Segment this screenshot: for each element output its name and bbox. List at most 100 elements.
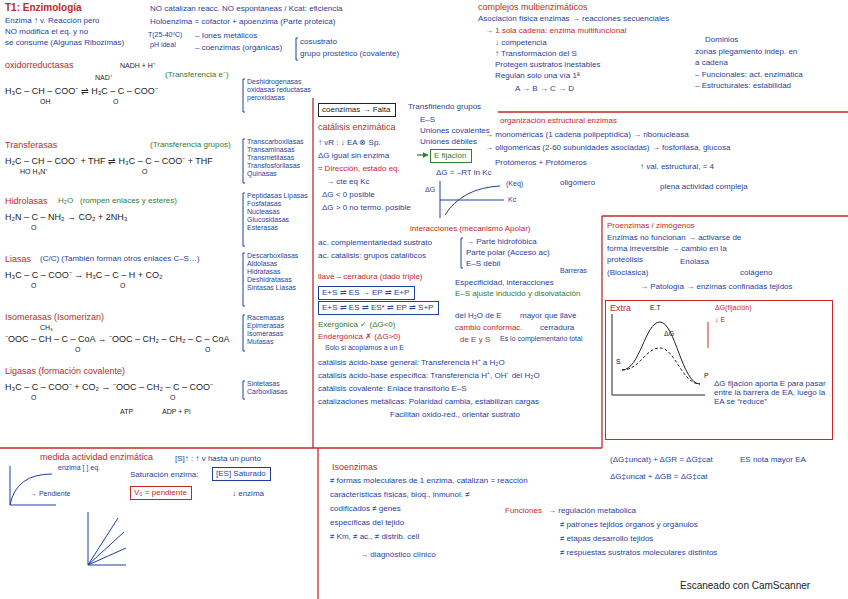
- note-text: ΔG(fijación): [715, 304, 752, 312]
- note-text: Barreras: [560, 267, 587, 275]
- note-text: forma irreversible → cambio en la: [607, 244, 727, 253]
- note-text: Transferasas: [5, 140, 57, 150]
- note-text: ADP + Pi: [162, 408, 190, 416]
- note-text: – Iones metálicos: [195, 31, 257, 40]
- note-text: Enolasa: [680, 257, 709, 266]
- note-text: Saturación enzima:: [130, 470, 198, 479]
- boxed-note: ExtraΔG fijación aporta E para pasar ent…: [605, 300, 833, 440]
- list-bracket: [243, 315, 245, 351]
- note-text: ↓ competencia: [495, 38, 547, 47]
- note-text: (C/C) (También forman otros enlaces C–S……: [40, 254, 200, 263]
- note-text: plena actividad compleja: [660, 182, 748, 191]
- node-text: [ES] Saturado: [216, 469, 267, 478]
- note-text: Transfiriendo grupos: [408, 102, 481, 111]
- note-text: NO modifica el eq. y no: [5, 27, 88, 36]
- section-divider: [601, 216, 602, 448]
- note-text: Protómeros + Protómeros: [495, 158, 587, 167]
- note-text: colágeno: [740, 268, 772, 277]
- graph-axes: [10, 466, 56, 505]
- node-text: Extra: [610, 303, 631, 313]
- note-text: Sintetasas Carboxilasas: [247, 380, 311, 396]
- note-text: NADH + H⁺: [120, 62, 155, 70]
- note-text: O: [31, 394, 36, 402]
- note-text: ↑ vR : ↓ EA ⊗ Sp.: [318, 138, 381, 147]
- note-text: O: [31, 224, 36, 232]
- note-text: H₂N – C – NH₂ → CO₂ + 2NH₃: [5, 212, 127, 222]
- note-text: cambio conformac.: [455, 323, 523, 332]
- note-text: NO catalizan reacc. NO espontáneas / Kca…: [150, 4, 343, 13]
- note-text: T(25-40ºC): [148, 31, 182, 39]
- graph-rays: [88, 518, 126, 565]
- note-text: Enzimas no funcionan → activarse de: [607, 233, 741, 242]
- energy-axes: [612, 314, 705, 395]
- note-text: ≈ Dirección, estado eq.: [318, 164, 400, 173]
- note-text: pH ideal: [150, 41, 176, 49]
- note-text: codificados ≠ genes: [330, 504, 401, 513]
- note-text: Peptidasas Lipasas Fosfatasas Nucleasas …: [247, 192, 311, 232]
- note-text: grupo prostético (covalente): [300, 49, 399, 58]
- list-bracket: [243, 381, 245, 399]
- note-text: complejos multienzimáticos: [478, 2, 588, 12]
- note-text: catalizaciones metálicas: Polaridad camb…: [318, 397, 539, 406]
- list-bracket: [243, 79, 245, 112]
- section-divider: [498, 111, 848, 112]
- note-text: ↓ E: [715, 316, 725, 324]
- note-text: O: [120, 282, 125, 290]
- energy-curve: [622, 322, 700, 384]
- note-text: Liasas: [5, 254, 31, 264]
- note-text: Exergónica ✓ (ΔG<0): [318, 320, 395, 329]
- note-text: (Transferencia grupos): [150, 140, 231, 149]
- note-text: → 1 sola cadena: enzima multifuncional: [485, 26, 626, 35]
- note-text: proteólisis: [607, 255, 643, 264]
- note-text: Proenzimas / zimógenos: [607, 221, 695, 230]
- note-text: Uniones covalentes: [420, 126, 490, 135]
- boxed-note: [ES] Saturado: [212, 467, 271, 481]
- note-text: Protegen sustratos inestables: [495, 60, 600, 69]
- energy-curve-catalyzed: [622, 348, 700, 384]
- note-text: → Pendiente: [30, 490, 70, 498]
- note-text: medida actividad enzimática: [40, 452, 153, 462]
- note-text: ΔG: [425, 186, 435, 194]
- note-text: (rompen enlaces y esteres): [80, 196, 177, 205]
- note-text: Regulan solo una vía 1ª: [495, 71, 580, 80]
- note-text: – Funcionales: act. enzimática: [695, 70, 803, 79]
- note-text: (Bioclásica): [607, 268, 648, 277]
- note-text: O: [113, 98, 118, 106]
- note-text: HO H₃N⁺: [20, 168, 47, 176]
- note-text: ΔG < 0 posible: [322, 190, 375, 199]
- list-bracket: [296, 38, 298, 60]
- note-text: → Patología → enzimas confinadas tejidos: [640, 282, 793, 291]
- note-text: organización estructural enzimas: [500, 116, 617, 125]
- note-text: ATP: [120, 408, 133, 416]
- note-text: OH: [40, 98, 51, 106]
- energy-gap: [708, 322, 709, 348]
- note-text: O: [142, 168, 147, 176]
- note-text: H₃C – C – COO⁻ → H₃C – C – H + CO₂: [5, 270, 163, 280]
- note-text: NAD⁺: [95, 74, 112, 82]
- note-text: ≠ etapas desarrollo tejidos: [560, 534, 653, 543]
- note-text: Isomerasas (Isomerizan): [5, 312, 104, 322]
- list-bracket: [243, 139, 245, 183]
- note-text: Especificidad, interacciones: [455, 278, 554, 287]
- note-text: E–S débil: [466, 259, 500, 268]
- note-text: del H₂O de E: [455, 311, 502, 320]
- note-text: Asociación física enzimas → reacciones s…: [478, 14, 669, 23]
- note-text: Descarboxilasas Aldolasas Hidratasas Des…: [247, 252, 311, 292]
- note-text: CH₃: [40, 324, 53, 332]
- note-text: ΔG‡uncat + ΔGB = ΔG‡cat: [610, 472, 707, 481]
- section-divider: [0, 447, 602, 448]
- note-text: H₂O: [58, 196, 73, 205]
- note-text: cosustrato: [300, 37, 337, 46]
- note-text: catálisis enzimática: [318, 122, 396, 132]
- note-text: → Parte hidrofóbica: [466, 237, 537, 246]
- note-text: ≠ patrones tejidos órganos y orgánulos: [560, 520, 698, 529]
- sheet-title: T1: Enzimología: [5, 2, 82, 14]
- section-divider: [602, 215, 848, 216]
- node-text: E+S ⇌ ES ⇌ ES* ⇌ EP ⇌ S+P: [322, 303, 435, 312]
- note-text: [S]↑ : ↑ v hasta un punto: [175, 454, 261, 463]
- note-text: O: [205, 346, 210, 354]
- note-text: (ΔG‡uncat) + ΔGR = ΔG‡cat: [610, 455, 713, 464]
- note-text: → monoméricas (1 cadena polipeptídica) →…: [485, 130, 689, 139]
- note-text: catálisis ácido-base general: Transferen…: [318, 358, 505, 367]
- boxed-note: E+S ⇌ ES → EP ⇌ E+P: [318, 286, 415, 300]
